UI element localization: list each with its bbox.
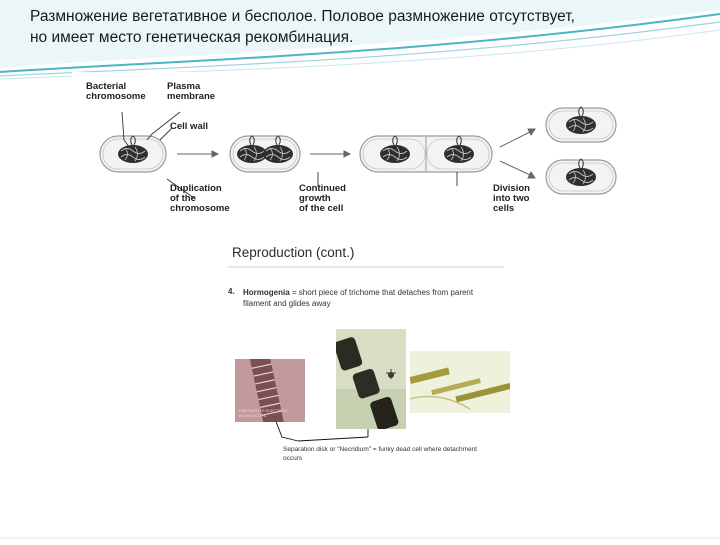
binary-fission-diagram: Bacterial chromosome Plasma membrane Cel… [72, 72, 677, 227]
label-duplication: Duplication of the chromosome [170, 184, 230, 214]
slide-bottom-decoration [0, 522, 720, 540]
process-arrows [177, 128, 536, 179]
label-continued-growth: Continued growth of the cell [299, 184, 346, 214]
item-term: Hormogenia [243, 288, 290, 297]
micrograph-dark-filament [336, 329, 406, 429]
label-text: chromosome [170, 203, 230, 214]
daughter-cell-top [545, 106, 617, 143]
label-text: Cell wall [170, 121, 209, 132]
micrograph-green-filaments [410, 351, 510, 413]
item-text: = short piece of trichome that detaches … [243, 288, 474, 308]
label-text: cells [493, 203, 515, 214]
cell-continued-growth [359, 135, 493, 173]
cell-duplicated-chromosome [229, 135, 301, 173]
separation-disk-caption: Separation disk or "Necridium" = funky d… [283, 446, 478, 462]
slide-title-line-2: но имеет место генетическая рекомбинация… [30, 29, 354, 46]
daughter-cell-bottom [545, 158, 617, 195]
label-text: growth [299, 193, 331, 204]
slide-title: Размножение вегетативное и бесполое. Пол… [30, 6, 700, 48]
label-text: Plasma [167, 81, 201, 92]
label-text: Continued [299, 183, 346, 194]
slide-header: Размножение вегетативное и бесполое. Пол… [0, 0, 720, 80]
label-text: chromosome [86, 91, 146, 102]
label-pointer-lines [121, 111, 458, 199]
label-plasma-membrane: Plasma membrane [167, 82, 215, 102]
reproduction-panel: Reproduction (cont.) 4. Hormogenia = sho… [218, 233, 514, 467]
label-division: Division into two cells [493, 184, 530, 214]
header-wave-decoration [0, 0, 720, 80]
label-cell-wall: Cell wall [170, 122, 208, 132]
micrograph-pink-filament: DARTMOUTH ELECTRON MICROSCOPE [235, 359, 305, 422]
label-text: membrane [167, 91, 216, 102]
photo-watermark: DARTMOUTH ELECTRON MICROSCOPE [239, 408, 288, 418]
slide-title-line-1: Размножение вегетативное и бесполое. Пол… [30, 8, 575, 25]
label-text: of the [170, 193, 196, 204]
label-text: of the cell [299, 203, 344, 214]
label-text: Division [493, 183, 530, 194]
single-cell [99, 135, 167, 173]
fission-diagram-graphic [99, 106, 617, 199]
label-bacterial-chromosome: Bacterial chromosome [86, 82, 146, 102]
item-description: Hormogenia = short piece of trichome tha… [243, 287, 483, 309]
label-text: Duplication [170, 183, 222, 194]
label-text: Bacterial [86, 81, 127, 92]
reproduction-panel-title: Reproduction (cont.) [232, 245, 355, 260]
item-number: 4. [228, 287, 235, 296]
label-text: into two [493, 193, 530, 204]
